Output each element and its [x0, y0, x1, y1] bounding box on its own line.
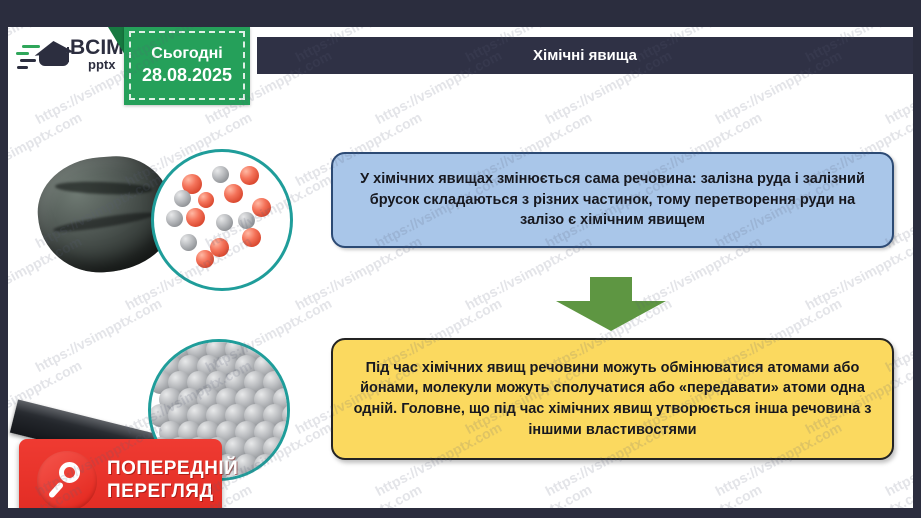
preview-badge-circle [37, 451, 97, 508]
date-banner-value: 28.08.2025 [141, 65, 233, 85]
preview-badge: ПОПЕРЕДНІЙ ПЕРЕГЛЯД [19, 439, 238, 508]
watermark-text: https://vsimpptx.com [802, 481, 913, 508]
oxygen-atom [196, 250, 214, 268]
watermark-text: https://vsimpptx.com [462, 481, 594, 508]
iron-atom [263, 470, 286, 478]
iron-atom [282, 437, 287, 460]
iron-atom [238, 212, 255, 229]
date-banner-fold [108, 27, 125, 55]
iron-atom [282, 342, 287, 361]
preview-badge-text: ПОПЕРЕДНІЙ ПЕРЕГЛЯД [107, 457, 238, 503]
chemical-phenomena-yellow-callout: Під час хімічних явищ речовини можуть об… [331, 338, 894, 460]
oxygen-atom [210, 238, 229, 257]
preview-badge-line1: ПОПЕРЕДНІЙ [107, 458, 239, 479]
iron-atom [212, 166, 229, 183]
oxygen-atom [252, 198, 271, 217]
down-arrow-icon [556, 277, 666, 331]
date-banner: Сьогодні 28.08.2025 [124, 27, 250, 105]
chemical-phenomena-blue-callout: У хімічних явищах змінюється сама речови… [331, 152, 894, 248]
preview-badge-line2: ПЕРЕГЛЯД [107, 481, 214, 503]
oxygen-atom [224, 184, 243, 203]
oxygen-atom [242, 228, 261, 247]
ore-molecular-structure-circle [151, 149, 293, 291]
watermark-text: https://vsimpptx.com [32, 294, 165, 376]
graduation-cap-icon [33, 39, 75, 75]
iron-atom [225, 470, 248, 478]
page-title: Хімічні явища [533, 47, 637, 64]
iron-atom [244, 470, 267, 478]
speed-lines-icon [16, 42, 42, 72]
blue-callout-text: У хімічних явищах змінюється сама речови… [360, 171, 865, 229]
oxygen-atom [198, 192, 214, 208]
oxygen-atom [182, 174, 202, 194]
iron-atom [282, 371, 287, 394]
slide-canvas: BCIM pptx Сьогодні 28.08.2025 Хімічні яв… [8, 27, 913, 508]
iron-atom [282, 470, 287, 478]
page-title-bar: Хімічні явища [257, 37, 913, 74]
oxygen-atom [186, 208, 205, 227]
magnifier-icon [47, 462, 86, 500]
iron-atom [166, 210, 183, 227]
yellow-callout-text: Під час хімічних явищ речовини можуть об… [353, 359, 872, 438]
watermark-text: https://vsimpptx.com [632, 481, 764, 508]
brand-suffix: pptx [88, 57, 116, 72]
iron-atom [180, 234, 197, 251]
date-banner-label: Сьогодні [151, 45, 223, 62]
iron-atom [174, 190, 191, 207]
oxygen-atom [240, 166, 259, 185]
iron-atom [282, 404, 287, 427]
watermark-text: https://vsimpptx.com [292, 481, 424, 508]
iron-atom [216, 214, 233, 231]
